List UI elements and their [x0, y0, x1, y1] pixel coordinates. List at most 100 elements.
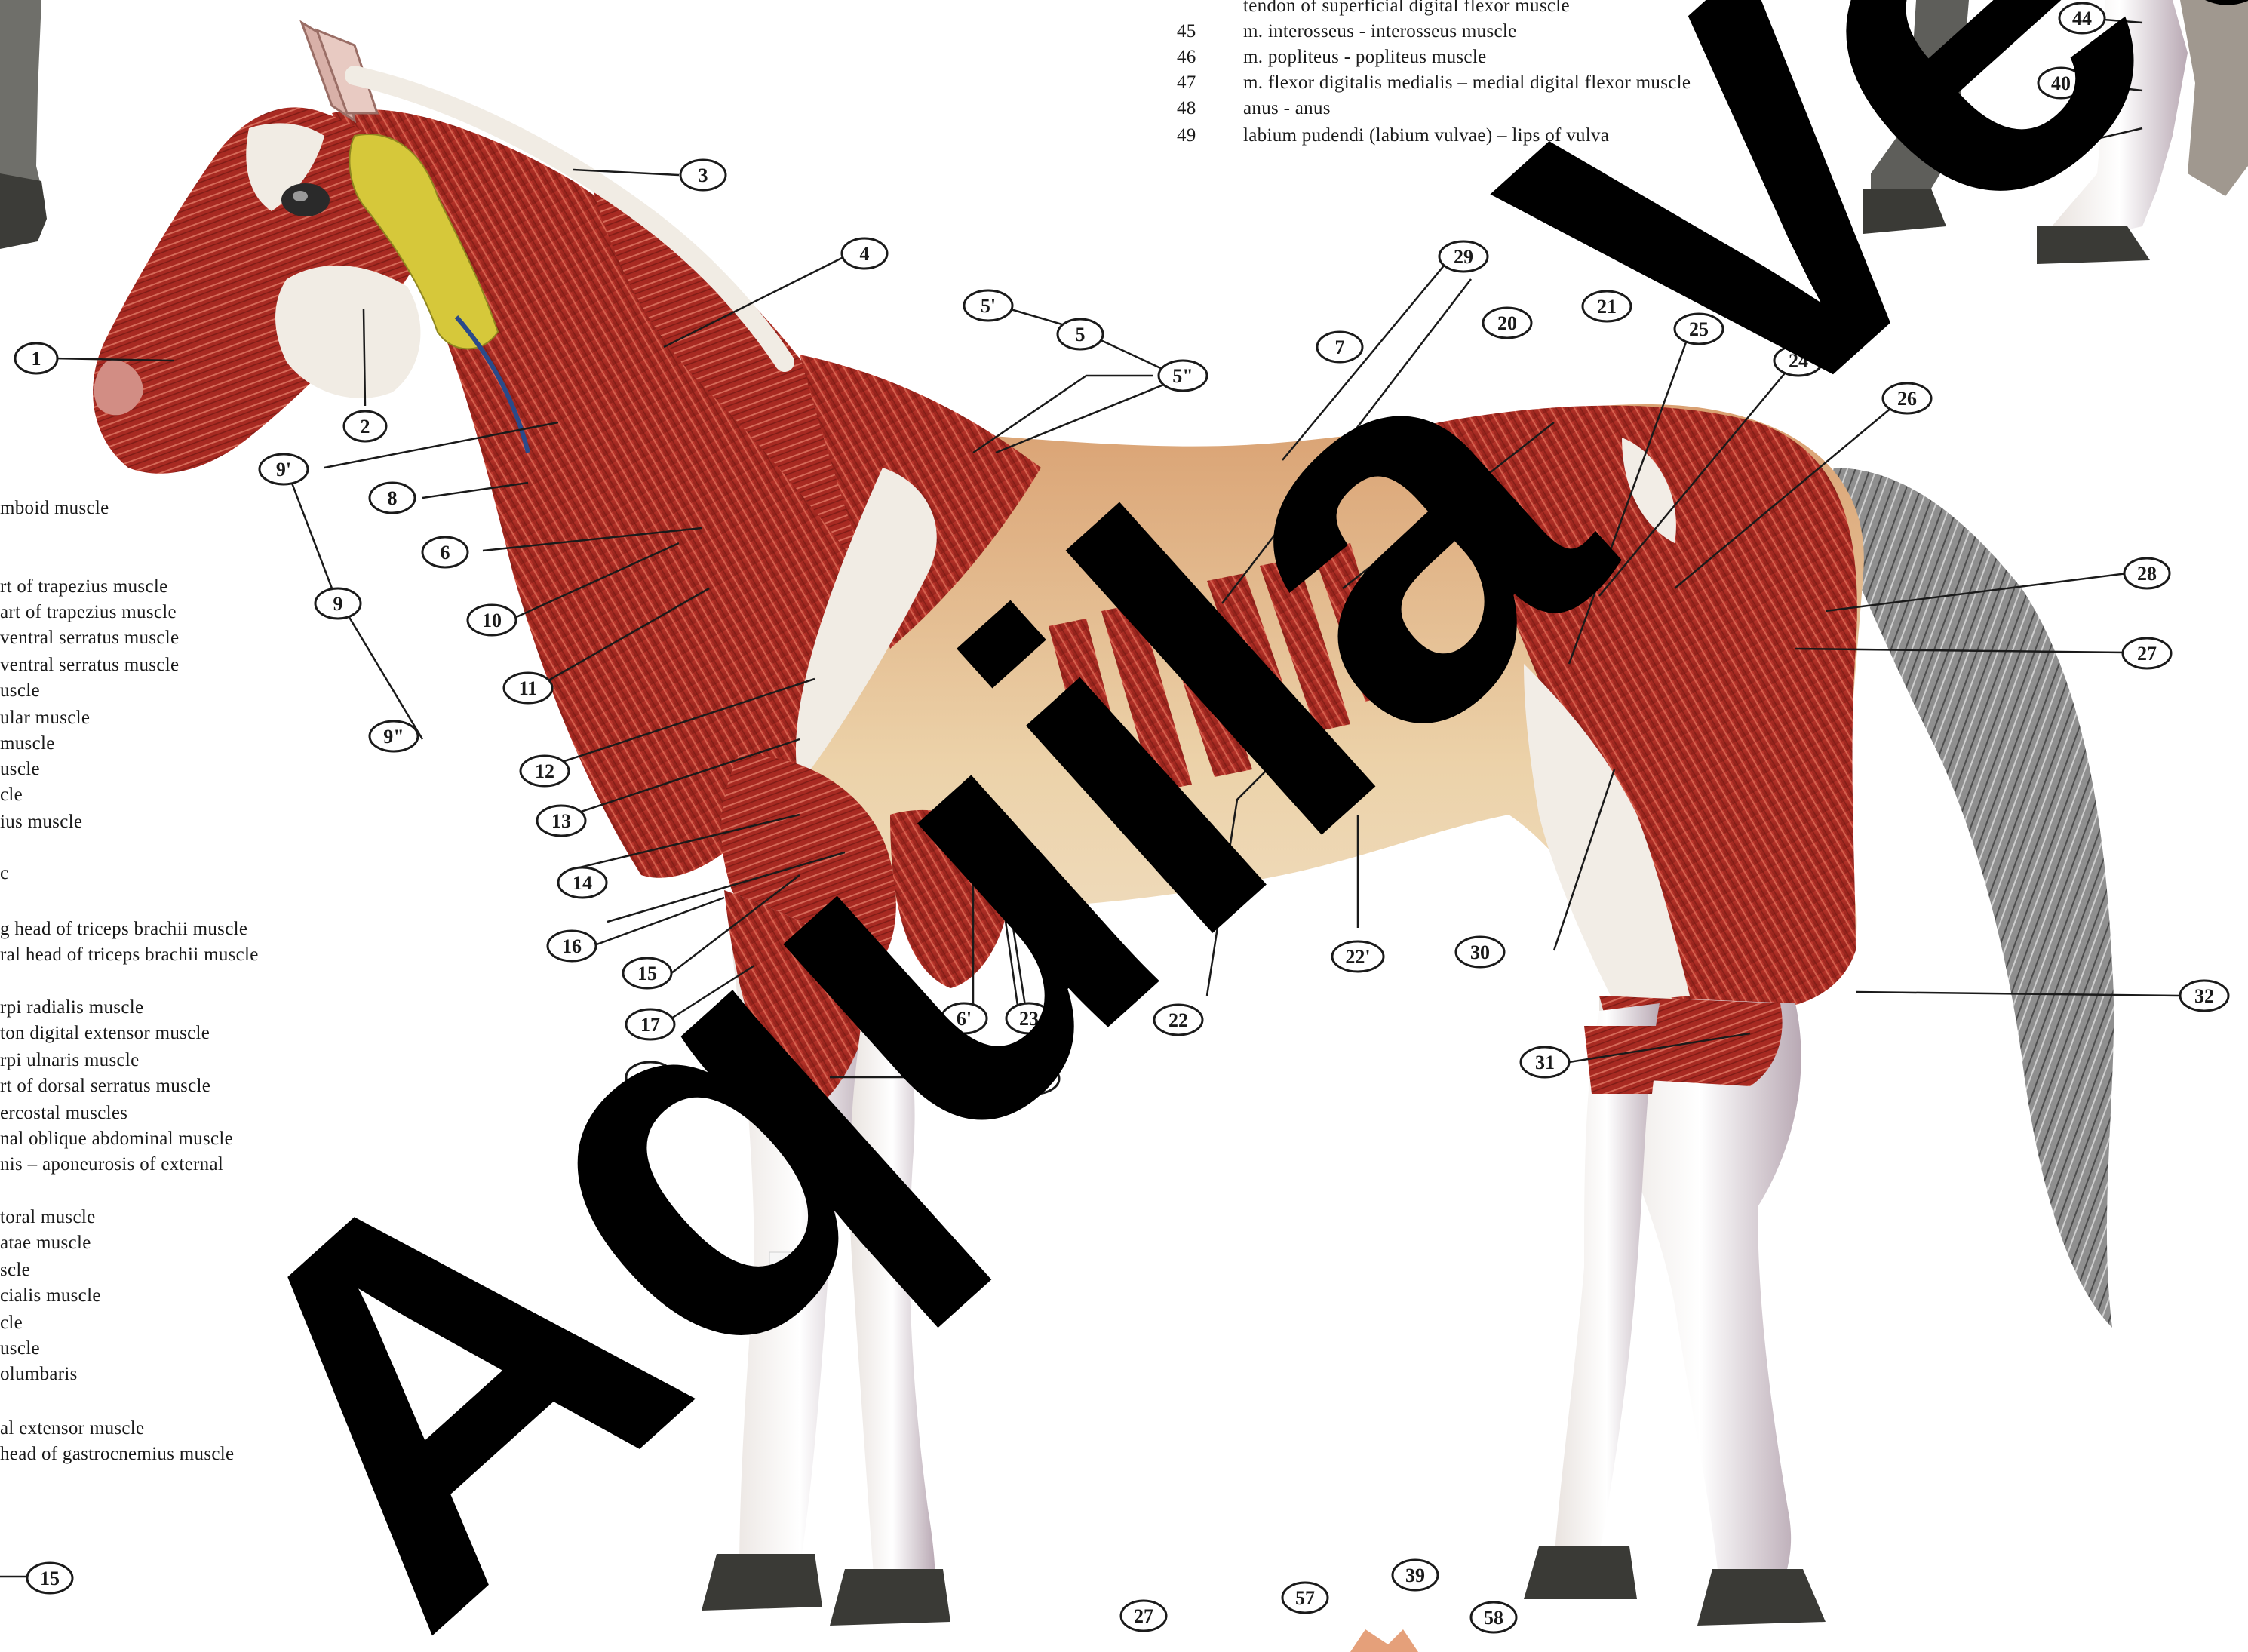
svg-text:6: 6: [441, 542, 450, 563]
callout: 57: [1282, 1583, 1328, 1613]
callout: 31: [1521, 1047, 1569, 1077]
svg-text:8: 8: [388, 487, 398, 509]
svg-text:9': 9': [276, 459, 291, 481]
callout: 9: [315, 588, 361, 619]
svg-text:32: 32: [2194, 985, 2214, 1007]
callout: 27: [1121, 1601, 1166, 1631]
callout: 5': [964, 290, 1012, 321]
svg-text:18: 18: [640, 1067, 660, 1089]
tail: [1833, 468, 2114, 1328]
callout: 40: [2038, 68, 2084, 98]
callout: 9': [260, 454, 308, 484]
hind-legs: [1524, 996, 1826, 1626]
callout: 10: [468, 605, 516, 635]
callout: 58: [1471, 1602, 1516, 1632]
svg-text:25: 25: [1689, 318, 1709, 340]
svg-text:39: 39: [1405, 1564, 1425, 1586]
svg-text:5: 5: [1076, 324, 1086, 345]
svg-text:24: 24: [1789, 350, 1808, 372]
callout: 28: [2124, 558, 2170, 588]
callout: 11: [504, 673, 552, 703]
svg-text:21: 21: [1597, 296, 1617, 318]
svg-text:31: 31: [1535, 1052, 1555, 1073]
callout: 25: [1675, 314, 1723, 344]
svg-text:20: 20: [1497, 312, 1517, 334]
callout: 7: [1317, 332, 1362, 362]
callout: 15: [27, 1563, 72, 1593]
callout: 29: [1439, 241, 1488, 272]
head: [93, 23, 528, 474]
svg-text:9: 9: [333, 593, 343, 615]
callout: 8: [370, 483, 415, 513]
callout: 14: [558, 867, 607, 898]
callout: 15: [623, 958, 671, 988]
callout: 6: [422, 537, 468, 567]
callout: 3: [680, 160, 726, 190]
svg-text:14: 14: [573, 872, 592, 894]
callout: 9": [370, 721, 418, 751]
callout: 23: [1006, 1003, 1052, 1033]
callout: 1: [15, 343, 57, 373]
partial-illustration-bottom: [1350, 1629, 1418, 1652]
svg-text:22: 22: [1169, 1009, 1188, 1031]
svg-text:19: 19: [1025, 1068, 1045, 1090]
callout: 19: [1011, 1064, 1059, 1094]
svg-text:6': 6': [957, 1008, 972, 1030]
callout: 44: [2059, 3, 2105, 33]
callout: 39: [1393, 1560, 1438, 1590]
svg-text:23: 23: [1019, 1008, 1039, 1030]
partial-leg-top-left: [0, 0, 47, 249]
svg-text:15: 15: [40, 1568, 60, 1589]
svg-text:27: 27: [2137, 643, 2157, 665]
callout: 30: [1456, 937, 1504, 967]
callout: 17: [626, 1009, 674, 1039]
svg-text:22': 22': [1345, 946, 1370, 968]
svg-text:1: 1: [32, 348, 41, 370]
svg-text:58: 58: [1484, 1607, 1503, 1629]
callout: 6': [941, 1003, 987, 1033]
partial-legs-top-right: [1863, 0, 2248, 264]
fore-legs: [702, 890, 950, 1626]
callout: 32: [2180, 981, 2228, 1011]
svg-text:44: 44: [2072, 8, 2092, 29]
callout: 12: [521, 756, 569, 786]
callout: 2: [344, 411, 386, 441]
svg-text:9": 9": [383, 726, 404, 748]
svg-text:11: 11: [519, 677, 538, 699]
callout: 24: [1774, 345, 1823, 376]
callout: 27: [2123, 638, 2171, 668]
svg-text:57: 57: [1295, 1587, 1315, 1609]
callout: 21: [1583, 291, 1631, 321]
svg-text:30: 30: [1470, 941, 1490, 963]
callout: 45: [2025, 137, 2070, 167]
svg-text:13: 13: [551, 810, 571, 832]
callout: 26: [1883, 383, 1931, 413]
svg-text:27: 27: [1134, 1605, 1153, 1627]
callout: 5: [1058, 319, 1103, 349]
svg-text:5': 5': [981, 295, 996, 317]
svg-text:10: 10: [482, 610, 502, 631]
svg-text:12: 12: [535, 760, 554, 782]
callout: 22: [1154, 1005, 1202, 1035]
svg-text:15: 15: [637, 963, 657, 984]
svg-text:16: 16: [562, 935, 582, 957]
svg-text:40: 40: [2051, 72, 2071, 94]
callout: 13: [537, 806, 585, 836]
callout: 16: [548, 931, 596, 961]
callout: 20: [1483, 308, 1531, 338]
svg-text:2: 2: [361, 416, 370, 438]
svg-text:29: 29: [1454, 246, 1473, 268]
svg-text:28: 28: [2137, 563, 2157, 585]
svg-text:7: 7: [1335, 336, 1345, 358]
callout: 4: [842, 238, 887, 269]
callout: 5": [1159, 361, 1207, 391]
svg-text:5": 5": [1172, 365, 1193, 387]
svg-text:17: 17: [640, 1014, 660, 1036]
callout: 18: [626, 1062, 674, 1092]
svg-text:3: 3: [699, 164, 708, 186]
callout: 22': [1332, 941, 1384, 972]
svg-text:45: 45: [2038, 142, 2057, 164]
svg-text:4: 4: [860, 243, 870, 265]
